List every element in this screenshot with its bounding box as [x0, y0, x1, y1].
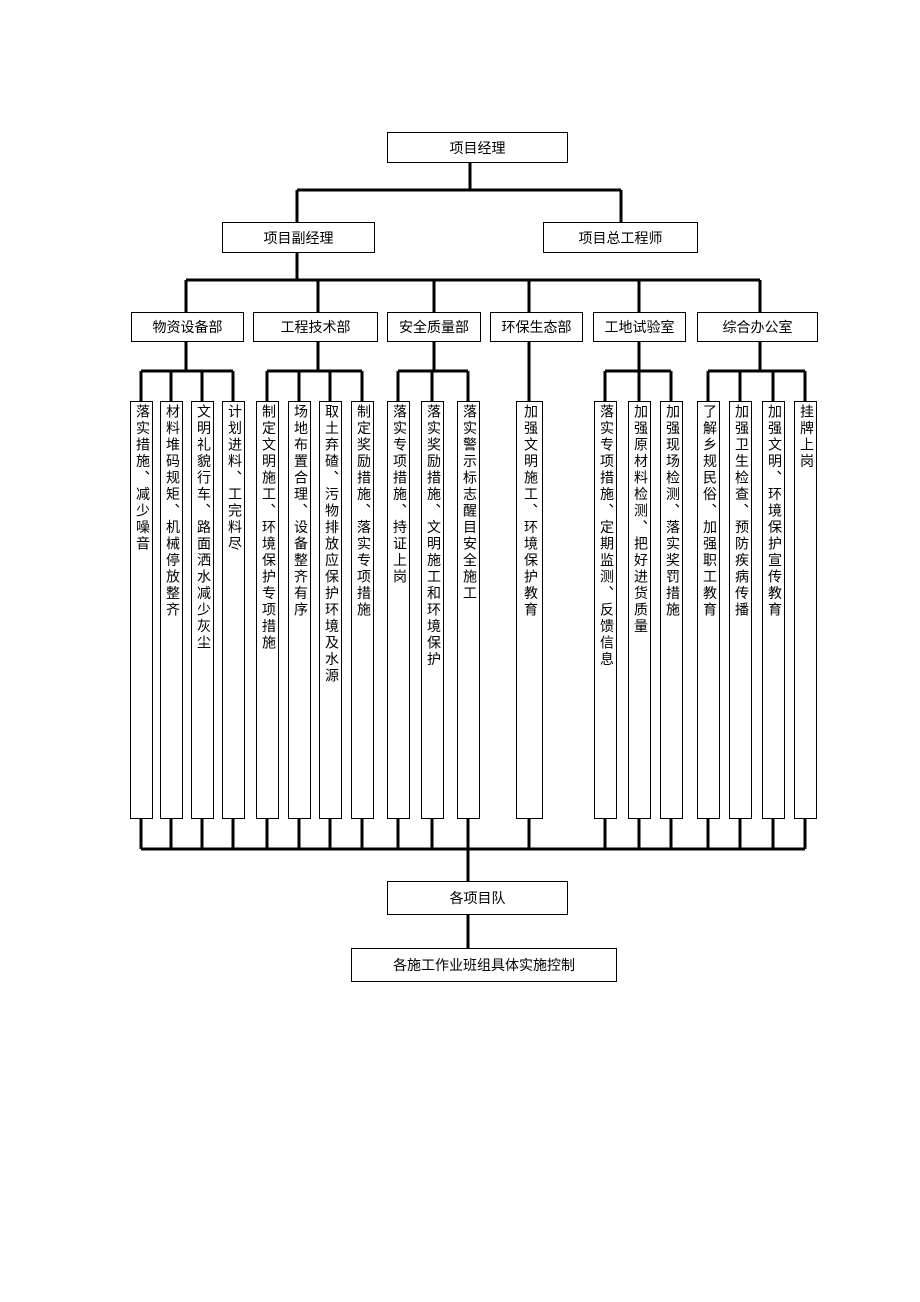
task-box: 计划进料、工完料尽	[222, 401, 245, 819]
task-text: 挂牌上岗	[798, 404, 814, 470]
dept-safety-quality-box: 安全质量部	[387, 312, 481, 342]
task-text: 制定奖励措施、落实专项措施	[355, 404, 371, 619]
task-box: 落实奖励措施、文明施工和环境保护	[421, 401, 444, 819]
task-text: 加强文明施工、环境保护教育	[522, 404, 538, 619]
project-teams-box: 各项目队	[387, 881, 568, 915]
project-manager-box: 项目经理	[387, 132, 568, 163]
task-text: 加强文明、环境保护宣传教育	[766, 404, 782, 619]
task-text: 落实专项措施、定期监测、反馈信息	[598, 404, 614, 668]
deputy-manager-box: 项目副经理	[222, 222, 375, 253]
task-box: 材料堆码规矩、机械停放整齐	[160, 401, 183, 819]
task-box: 加强现场检测、落实奖罚措施	[660, 401, 683, 819]
task-box: 取土弃碴、污物排放应保护环境及水源	[319, 401, 342, 819]
dept-engineering-box: 工程技术部	[253, 312, 378, 342]
task-text: 加强现场检测、落实奖罚措施	[664, 404, 680, 619]
task-text: 场地布置合理、设备整齐有序	[292, 404, 308, 619]
dept-materials-box: 物资设备部	[131, 312, 244, 342]
dept-environment-box: 环保生态部	[490, 312, 583, 342]
task-text: 加强卫生检查、预防疾病传播	[733, 404, 749, 619]
task-box: 场地布置合理、设备整齐有序	[288, 401, 311, 819]
dept-office-box: 综合办公室	[697, 312, 818, 342]
task-box: 加强文明施工、环境保护教育	[516, 401, 543, 819]
task-box: 文明礼貌行车、路面洒水减少灰尘	[191, 401, 214, 819]
chief-engineer-box: 项目总工程师	[543, 222, 698, 253]
task-box: 制定奖励措施、落实专项措施	[351, 401, 374, 819]
task-text: 取土弃碴、污物排放应保护环境及水源	[323, 404, 339, 685]
task-text: 加强原材料检测、把好进货质量	[632, 404, 648, 635]
task-text: 材料堆码规矩、机械停放整齐	[164, 404, 180, 619]
task-text: 落实奖励措施、文明施工和环境保护	[425, 404, 441, 668]
task-text: 制定文明施工、环境保护专项措施	[260, 404, 276, 652]
task-text: 了解乡规民俗、加强职工教育	[701, 404, 717, 619]
task-box: 落实措施、减少噪音	[130, 401, 153, 819]
task-box: 了解乡规民俗、加强职工教育	[697, 401, 720, 819]
task-box: 落实警示标志醒目安全施工	[457, 401, 480, 819]
task-box: 加强卫生检查、预防疾病传播	[729, 401, 752, 819]
task-text: 落实专项措施、持证上岗	[391, 404, 407, 586]
task-box: 加强文明、环境保护宣传教育	[762, 401, 785, 819]
work-crews-box: 各施工作业班组具体实施控制	[351, 948, 617, 982]
dept-lab-box: 工地试验室	[593, 312, 686, 342]
task-box: 落实专项措施、持证上岗	[387, 401, 410, 819]
task-box: 制定文明施工、环境保护专项措施	[256, 401, 279, 819]
task-box: 加强原材料检测、把好进货质量	[628, 401, 651, 819]
task-box: 挂牌上岗	[794, 401, 817, 819]
task-text: 落实警示标志醒目安全施工	[461, 404, 477, 602]
task-text: 文明礼貌行车、路面洒水减少灰尘	[195, 404, 211, 652]
task-text: 落实措施、减少噪音	[134, 404, 150, 553]
task-box: 落实专项措施、定期监测、反馈信息	[594, 401, 617, 819]
task-text: 计划进料、工完料尽	[226, 404, 242, 553]
